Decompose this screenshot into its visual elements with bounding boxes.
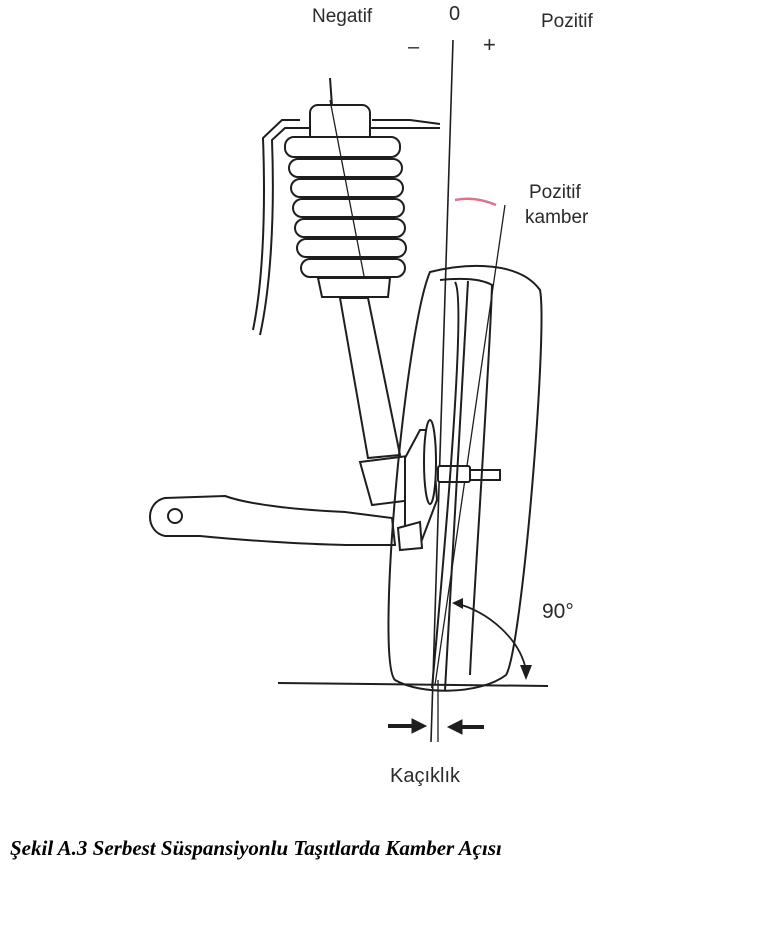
right-angle-label: 90°	[542, 600, 574, 623]
coil-spring	[284, 136, 407, 278]
figure-caption: Şekil A.3 Serbest Süspansiyonlu Taşıtlar…	[10, 836, 502, 860]
minus-sign: –	[408, 36, 420, 58]
right-angle-arrowhead	[520, 665, 532, 680]
strut-top-mount	[309, 77, 371, 144]
positive-camber-label-line1: Pozitif	[529, 182, 581, 203]
wheel-tire	[387, 265, 543, 692]
positive-label: Pozitif	[541, 11, 593, 32]
control-arm-bushing	[167, 508, 183, 524]
camber-angle-arc	[454, 197, 497, 207]
vertical-reference-line	[430, 39, 454, 743]
camber-axis-line	[434, 204, 506, 686]
right-angle-arrowhead-top	[452, 598, 463, 609]
offset-label: Kaçıklık	[390, 765, 461, 787]
right-angle-arc	[454, 602, 527, 671]
plus-sign: +	[483, 32, 496, 57]
shock-absorber	[316, 277, 402, 460]
lower-control-arm	[149, 494, 424, 552]
body-mount-bracket	[252, 119, 441, 336]
positive-camber-label-line2: kamber	[525, 207, 589, 228]
zero-label: 0	[449, 3, 460, 25]
negative-label: Negatif	[312, 6, 373, 27]
offset-arrows	[388, 718, 484, 735]
brake-disc-hub	[423, 419, 501, 505]
ground-line	[277, 682, 549, 687]
